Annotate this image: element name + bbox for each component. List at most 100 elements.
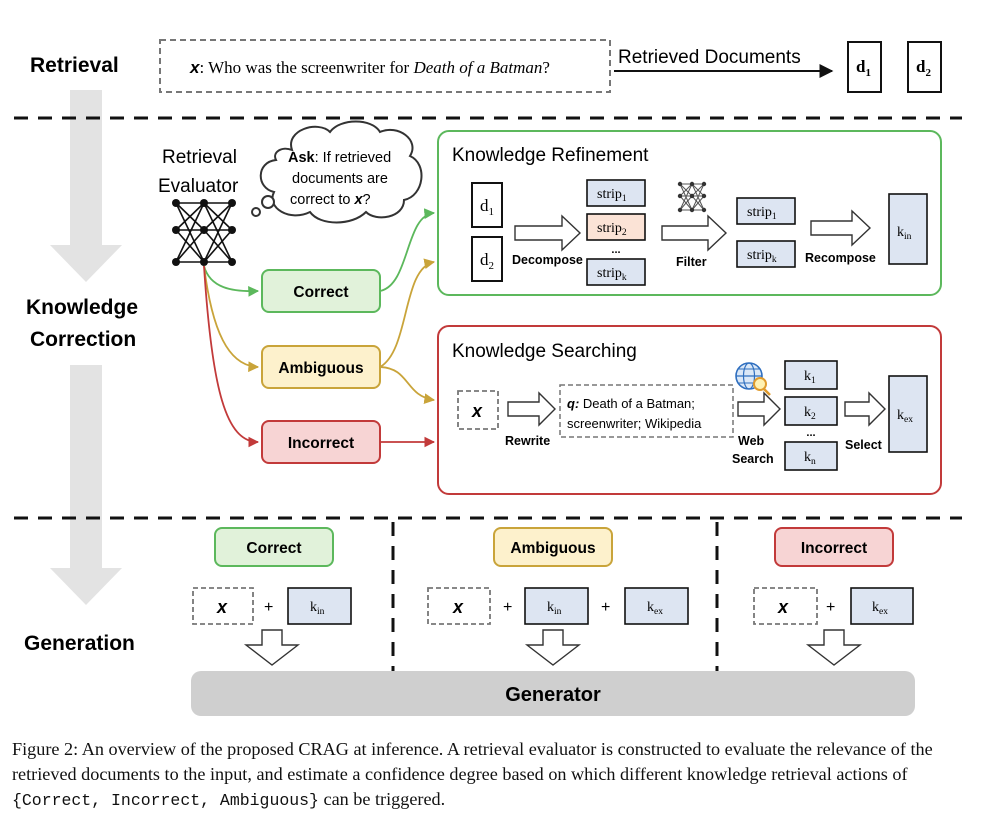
svg-text:kex: kex bbox=[647, 600, 663, 617]
gen-incorrect-k-ex bbox=[850, 587, 914, 625]
svg-text:stripk: stripk bbox=[747, 248, 777, 265]
gen-incorrect-plus: + bbox=[826, 599, 835, 616]
strip-ellipsis: ... bbox=[611, 244, 620, 256]
rewrite-arrow bbox=[507, 391, 556, 427]
refinement-doc-d1 bbox=[471, 182, 503, 228]
k-in-box bbox=[888, 193, 928, 265]
gen-ambiguous-plus-1: + bbox=[503, 599, 512, 616]
searched-kn bbox=[784, 441, 838, 471]
gen-incorrect-label: Incorrect bbox=[801, 540, 867, 557]
generator-label: Generator bbox=[505, 684, 601, 706]
svg-text:k1: k1 bbox=[804, 369, 816, 386]
gen-ambiguous-label: Ambiguous bbox=[510, 540, 595, 557]
searched-ellipsis: ... bbox=[806, 427, 815, 439]
refinement-doc-d2 bbox=[471, 236, 503, 282]
gen-ambiguous-plus-2: + bbox=[601, 599, 610, 616]
gen-ambiguous-x bbox=[427, 587, 491, 625]
retrieved-documents-label: Retrieved Documents bbox=[618, 47, 801, 68]
ambiguous-to-refinement-arrow bbox=[379, 258, 436, 368]
query-box bbox=[159, 39, 611, 93]
filter-label: Filter bbox=[676, 255, 707, 269]
filter-arrow bbox=[661, 214, 728, 252]
generator-bar bbox=[191, 671, 915, 716]
rewrite-label: Rewrite bbox=[505, 434, 550, 448]
svg-text:kex: kex bbox=[897, 408, 913, 425]
thought-line2: documents are bbox=[292, 171, 388, 187]
svg-text:x: x bbox=[777, 597, 789, 617]
thought-cloud bbox=[251, 120, 423, 224]
svg-text:stripk: stripk bbox=[597, 266, 627, 283]
search-query-x-box bbox=[457, 390, 499, 430]
stage-label-knowledge: Knowledge bbox=[26, 296, 138, 319]
recompose-arrow bbox=[810, 209, 872, 247]
strip-1 bbox=[586, 179, 646, 207]
gen-correct-down-arrow bbox=[243, 629, 301, 666]
svg-text:strip1: strip1 bbox=[597, 187, 627, 204]
action-correct-label: Correct bbox=[293, 284, 348, 301]
rewritten-query-box bbox=[559, 384, 734, 438]
svg-text:x: x bbox=[216, 597, 228, 617]
svg-text:kin: kin bbox=[547, 600, 562, 617]
gen-incorrect-badge bbox=[774, 527, 894, 567]
gen-ambiguous-k-ex bbox=[624, 587, 689, 625]
query-text: x: Who was the screenwriter for Death of… bbox=[189, 58, 550, 77]
svg-text:kin: kin bbox=[897, 225, 912, 242]
rewritten-query-line1: q: Death of a Batman; bbox=[567, 396, 695, 411]
evaluator-label-line2: Evaluator bbox=[158, 176, 239, 197]
action-incorrect-label: Incorrect bbox=[288, 435, 354, 452]
filtered-strip-k bbox=[736, 240, 796, 268]
svg-text:x: x bbox=[452, 597, 464, 617]
select-arrow bbox=[844, 391, 886, 427]
thought-line1: Ask: If retrieved bbox=[288, 150, 391, 166]
correct-to-refinement-arrow bbox=[379, 208, 436, 292]
gen-incorrect-down-arrow bbox=[805, 629, 863, 666]
strip-k bbox=[586, 258, 646, 286]
gen-incorrect-x bbox=[753, 587, 818, 625]
svg-text:d2: d2 bbox=[480, 250, 494, 272]
web-search-arrow bbox=[737, 391, 781, 427]
gen-ambiguous-down-arrow bbox=[524, 629, 582, 666]
svg-text:d1: d1 bbox=[480, 196, 494, 218]
gen-correct-badge bbox=[214, 527, 334, 567]
figure-caption: Figure 2: An overview of the proposed CR… bbox=[12, 739, 933, 810]
recompose-label: Recompose bbox=[805, 251, 876, 265]
evaluator-network-icon bbox=[172, 199, 236, 266]
decompose-arrow bbox=[514, 214, 582, 252]
gen-correct-label: Correct bbox=[246, 540, 301, 557]
evaluator-to-incorrect-arrow bbox=[203, 265, 260, 448]
doc-d1 bbox=[847, 41, 882, 93]
refinement-title: Knowledge Refinement bbox=[452, 145, 649, 166]
ambiguous-to-searching-arrow bbox=[379, 366, 436, 405]
gen-ambiguous-k-in bbox=[524, 587, 589, 625]
svg-text:kin: kin bbox=[310, 600, 325, 617]
evaluator-to-correct-arrow bbox=[203, 265, 260, 297]
svg-text:strip2: strip2 bbox=[597, 221, 627, 238]
gen-correct-k-in bbox=[287, 587, 352, 625]
web-label: Web bbox=[738, 434, 765, 448]
svg-text:kn: kn bbox=[804, 450, 816, 467]
searched-k2 bbox=[784, 396, 838, 426]
evaluator-to-ambiguous-arrow bbox=[203, 265, 260, 373]
knowledge-refinement-panel bbox=[437, 130, 942, 296]
gen-ambiguous-badge bbox=[493, 527, 613, 567]
gen-correct-plus: + bbox=[264, 599, 273, 616]
rewritten-query-line2: screenwriter; Wikipedia bbox=[567, 416, 702, 431]
searched-k1 bbox=[784, 360, 838, 390]
action-ambiguous-label: Ambiguous bbox=[278, 360, 363, 377]
stage-label-generation: Generation bbox=[24, 632, 135, 655]
stage-label-correction: Correction bbox=[30, 328, 136, 351]
filtered-strip-1 bbox=[736, 197, 796, 225]
globe-search-icon bbox=[735, 362, 771, 396]
filter-network-icon bbox=[677, 181, 707, 213]
searching-title: Knowledge Searching bbox=[452, 341, 637, 362]
svg-text:d1: d1 bbox=[856, 57, 871, 79]
search-query-x: x bbox=[471, 401, 483, 421]
select-label: Select bbox=[845, 438, 883, 452]
gen-correct-x bbox=[192, 587, 254, 625]
strip-2 bbox=[586, 213, 646, 241]
stage-flow-arrows bbox=[50, 90, 122, 605]
search-label: Search bbox=[732, 452, 774, 466]
evaluator-label-line1: Retrieval bbox=[162, 147, 237, 168]
thought-line3: correct to x? bbox=[290, 192, 371, 208]
